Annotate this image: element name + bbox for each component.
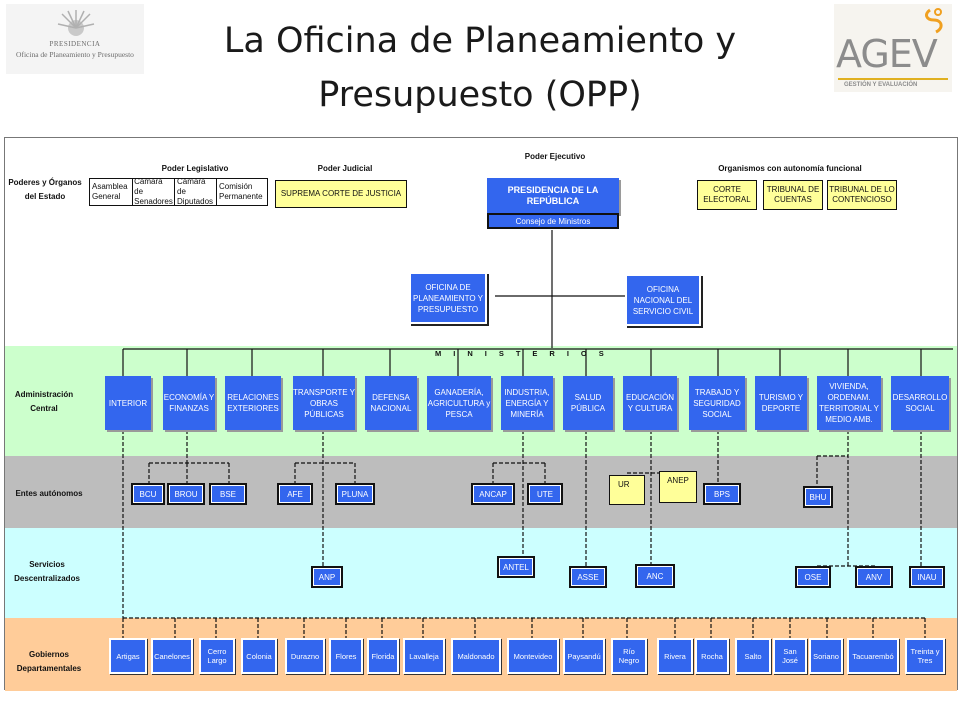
ministerio-defensa: DEFENSA NACIONAL xyxy=(365,376,417,430)
box-suprema-corte: SUPREMA CORTE DE JUSTICIA xyxy=(275,180,407,208)
ente-bps: BPS xyxy=(703,483,741,505)
box-camara-senadores: Cámara de Senadores xyxy=(132,177,175,206)
dept-canelones: Canelones xyxy=(151,638,193,674)
ente-afe: AFE xyxy=(277,483,313,505)
ente-bcu: BCU xyxy=(131,483,165,505)
dept-san-jose: San José xyxy=(773,638,807,674)
box-presidencia: PRESIDENCIA DE LA REPÚBLICA xyxy=(487,178,619,214)
label-poderes: Poderes y Órganos del Estado xyxy=(8,178,82,201)
box-corte-electoral: CORTE ELECTORAL xyxy=(697,180,757,210)
ente-ur: UR xyxy=(609,475,645,505)
label-administracion: Administración Central xyxy=(14,390,74,413)
ente-ute: UTE xyxy=(527,483,563,505)
dept-lavalleja: Lavalleja xyxy=(403,638,445,674)
ente-bse: BSE xyxy=(209,483,247,505)
dept-colonia: Colonia xyxy=(241,638,277,674)
box-tribunal-contencioso: TRIBUNAL DE LO CONTENCIOSO xyxy=(827,180,897,210)
ente-anep: ANEP xyxy=(659,471,697,503)
dept-florida: Florida xyxy=(367,638,399,674)
ministerio-ganaderia: GANADERÍA, AGRICULTURA y PESCA xyxy=(427,376,491,430)
servicio-anv: ANV xyxy=(855,566,893,588)
ministerio-interior: INTERIOR xyxy=(105,376,151,430)
box-consejo-ministros: Consejo de Ministros xyxy=(487,213,619,229)
dept-rocha: Rocha xyxy=(695,638,729,674)
sun-emblem-icon xyxy=(57,10,95,36)
ministerio-transporte: TRANSPORTE Y OBRAS PÚBLICAS xyxy=(293,376,355,430)
agev-logo: AGEV GESTIÓN Y EVALUACIÓN xyxy=(834,4,952,92)
servicio-asse: ASSE xyxy=(569,566,607,588)
org-chart: Poderes y Órganos del Estado Administrac… xyxy=(4,137,958,691)
ministerio-educacion: EDUCACIÓN Y CULTURA xyxy=(623,376,677,430)
dept-salto: Salto xyxy=(735,638,771,674)
ente-brou: BROU xyxy=(167,483,205,505)
servicio-ose: OSE xyxy=(795,566,831,588)
dept-maldonado: Maldonado xyxy=(451,638,501,674)
dept-artigas: Artigas xyxy=(109,638,147,674)
presidencia-logo: PRESIDENCIA Oficina de Planeamiento y Pr… xyxy=(6,4,144,74)
ministerio-industria: INDUSTRIA, ENERGÍA Y MINERÍA xyxy=(501,376,553,430)
agev-swirl-icon xyxy=(925,8,943,34)
dept-rivera: Rivera xyxy=(657,638,693,674)
box-tribunal-cuentas: TRIBUNAL DE CUENTAS xyxy=(763,180,823,210)
box-opp: OFICINA DE PLANEAMIENTO Y PRESUPUESTO xyxy=(409,272,487,324)
ente-pluna: PLUNA xyxy=(335,483,375,505)
box-camara-diputados: Cámara de Diputados xyxy=(174,177,217,206)
box-comision-permanente: Comisión Permanente xyxy=(216,178,268,206)
logo-left-line2: Oficina de Planeamiento y Presupuesto xyxy=(16,50,134,59)
header-autonomos: Organismos con autonomía funcional xyxy=(718,164,862,173)
dept-treinta-y-tres: Treinta y Tres xyxy=(905,638,945,674)
ministerio-trabajo: TRABAJO Y SEGURIDAD SOCIAL xyxy=(689,376,745,430)
dept-paysandu: Paysandú xyxy=(563,638,605,674)
header-legislativo: Poder Legislativo xyxy=(161,164,229,173)
servicio-inau: INAU xyxy=(909,566,945,588)
box-onsc: OFICINA NACIONAL DEL SERVICIO CIVIL xyxy=(625,274,701,326)
dept-montevideo: Montevideo xyxy=(507,638,559,674)
dept-cerro-largo: Cerro Largo xyxy=(199,638,235,674)
ministerio-relaciones-exteriores: RELACIONES EXTERIORES xyxy=(225,376,281,430)
agev-brand: AGEV xyxy=(836,32,938,76)
header-ejecutivo: Poder Ejecutivo xyxy=(524,152,586,161)
dept-flores: Flores xyxy=(329,638,363,674)
servicio-antel: ANTEL xyxy=(497,556,535,578)
ente-ancap: ANCAP xyxy=(471,483,515,505)
header-judicial: Poder Judicial xyxy=(317,164,373,173)
ministerio-salud: SALUD PÚBLICA xyxy=(563,376,613,430)
ministerio-desarrollo-social: DESARROLLO SOCIAL xyxy=(891,376,949,430)
box-asamblea-general: Asamblea General xyxy=(89,178,133,206)
agev-tagline: GESTIÓN Y EVALUACIÓN xyxy=(844,82,918,88)
ministerios-label: MINISTERIOS xyxy=(435,349,616,358)
dept-soriano: Soriano xyxy=(809,638,843,674)
label-gobiernos: Gobiernos Departamentales xyxy=(16,650,82,673)
label-entes: Entes autónomos xyxy=(15,489,83,498)
ministerio-economia: ECONOMÍA Y FINANZAS xyxy=(163,376,215,430)
dept-tacuarembo: Tacuarembó xyxy=(847,638,899,674)
servicio-anp: ANP xyxy=(311,566,343,588)
ministerio-vivienda: VIVIENDA, ORDENAM. TERRITORIAL Y MEDIO A… xyxy=(817,376,881,430)
agev-underline xyxy=(838,78,948,80)
dept-durazno: Durazno xyxy=(285,638,325,674)
dept-rio-negro: Río Negro xyxy=(611,638,647,674)
logo-left-line1: PRESIDENCIA xyxy=(49,40,101,48)
servicio-anc: ANC xyxy=(635,564,675,588)
ente-bhu: BHU xyxy=(803,486,833,508)
page-title: La Oficina de Planeamiento y Presupuesto… xyxy=(223,21,737,115)
label-servicios: Servicios Descentralizados xyxy=(14,560,80,583)
ministerio-turismo: TURISMO Y DEPORTE xyxy=(755,376,807,430)
